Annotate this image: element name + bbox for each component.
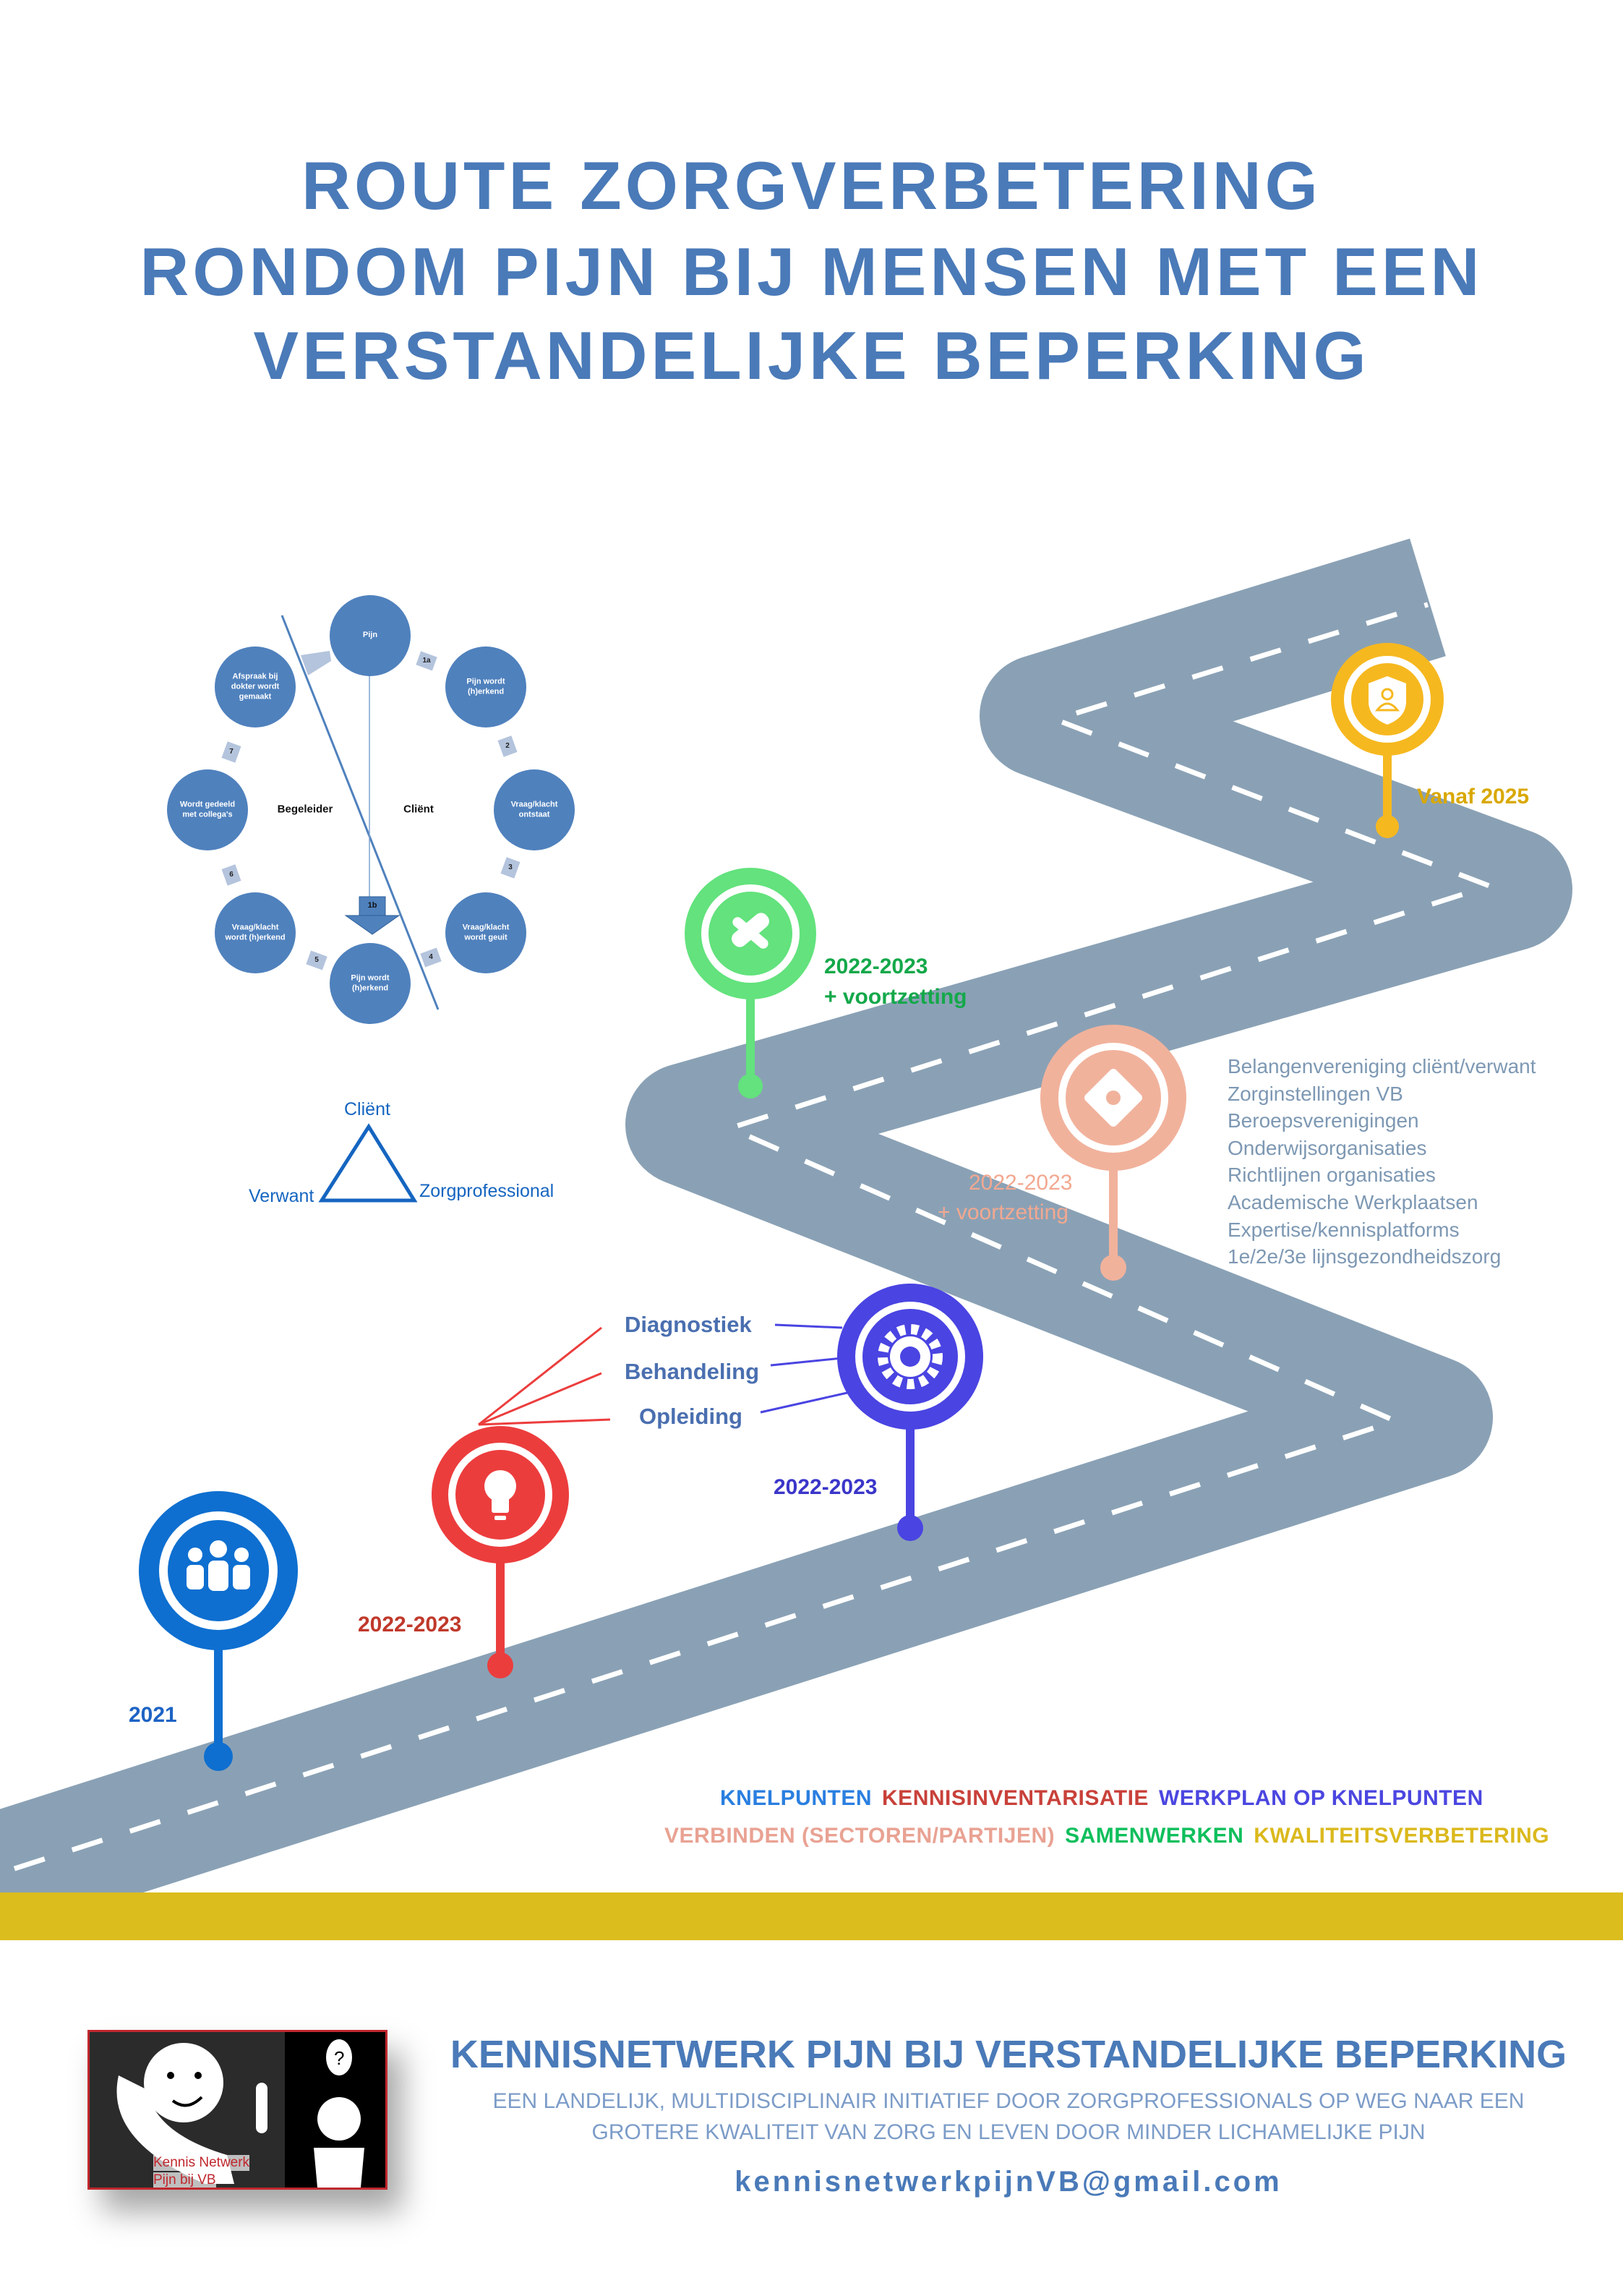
logo-text-1: Kennis Netwerk — [153, 2155, 250, 2171]
step-label: 2 — [505, 741, 510, 750]
cycle-node: Pijn wordt (h)erkend — [466, 677, 505, 696]
milestone-pin-2021 — [139, 1491, 298, 1771]
handshake-icon — [732, 913, 769, 949]
partner-item: Belangenvereniging cliënt/verwant — [1228, 1055, 1536, 1077]
legend-kennisinventarisatie: KENNISINVENTARISATIE — [882, 1786, 1149, 1810]
gear-wrench-icon — [878, 1324, 943, 1389]
logo-text-2: Pijn bij VB — [153, 2172, 216, 2188]
divider-line — [281, 615, 440, 1010]
milestone-label-samenwerken: 2022-2023 — [824, 955, 928, 978]
partner-item: Onderwijsorganisaties — [1228, 1136, 1427, 1159]
triangle-top-label: Cliënt — [344, 1099, 390, 1119]
yellow-band — [0, 1892, 1623, 1940]
triangle-right-label: Zorgprofessional — [419, 1181, 554, 1201]
footer-subtitle-line-1: EEN LANDELIJK, MULTIDISCIPLINAIR INITIAT… — [492, 2089, 1525, 2113]
puzzle-icon — [1084, 1069, 1142, 1127]
step-label: 4 — [429, 952, 433, 961]
logo: ? Kennis Netwerk Pijn bij VB — [87, 2030, 387, 2190]
footer-subtitle: EEN LANDELIJK, MULTIDISCIPLINAIR INITIAT… — [405, 2086, 1612, 2148]
cycle-nodes — [167, 595, 575, 1024]
wedge — [301, 651, 331, 675]
legend-werkplan: WERKPLAN OP KNELPUNTEN — [1158, 1786, 1483, 1810]
step-label: 6 — [229, 870, 234, 879]
begeleider-label: Begeleider — [277, 803, 333, 816]
triangle-left-label: Verwant — [249, 1186, 314, 1206]
milestone-label-werkplan: 2022-2023 — [774, 1475, 878, 1499]
partner-item: Academische Werkplaatsen — [1228, 1190, 1478, 1213]
milestone-pin-werkplan — [837, 1284, 983, 1541]
milestone-pin-verbinden — [1040, 1025, 1186, 1281]
partner-item: Zorginstellingen VB — [1228, 1082, 1403, 1105]
road-center-line — [0, 602, 1492, 1877]
cycle-node: Vraag/klacht ontstaat — [510, 800, 558, 819]
milestone-label-2021: 2021 — [129, 1703, 177, 1727]
client-label: Cliënt — [403, 803, 434, 816]
partner-list: Belangenvereniging cliënt/verwant Zorgin… — [1228, 1053, 1536, 1271]
legend-row-2: VERBINDEN (SECTOREN/PARTIJEN) SAMENWERKEN… — [664, 1824, 1559, 1848]
lightbulb-icon — [484, 1470, 516, 1520]
partner-item: 1e/2e/3e lijnsgezondheidszorg — [1228, 1245, 1502, 1268]
partner-item: Expertise/kennisplatforms — [1228, 1218, 1460, 1241]
triangle-shape — [318, 1123, 418, 1203]
legend-knelpunten: KNELPUNTEN — [720, 1786, 873, 1810]
cycle-node: Vraag/klacht wordt geuit — [462, 923, 510, 942]
milestone-pin-kennis — [432, 1426, 569, 1678]
milestone-label-kwaliteit: Vanaf 2025 — [1417, 785, 1530, 808]
shield-user-icon — [1369, 676, 1406, 725]
footer-subtitle-line-2: GROTERE KWALITEIT VAN ZORG EN LEVEN DOOR… — [591, 2120, 1426, 2144]
step-label: 7 — [229, 747, 234, 756]
contact-email-link[interactable]: kennisnetwerkpijnVB@gmail.com — [735, 2166, 1282, 2198]
arrow-1b-icon — [344, 915, 401, 935]
page-title-line-1: ROUTE ZORGVERBETERING — [301, 148, 1322, 223]
milestone-label-verbinden: 2022-2023 — [969, 1171, 1073, 1195]
milestone-pin-samenwerken — [685, 868, 816, 1098]
legend-samenwerken: SAMENWERKEN — [1065, 1824, 1244, 1848]
cycle-node: Pijn — [362, 631, 378, 640]
milestone-sublabel-samenwerken: + voortzetting — [824, 985, 967, 1009]
legend-row-1: KNELPUNTEN KENNISINVENTARISATIE WERKPLAN O… — [720, 1786, 1494, 1811]
svg-text:?: ? — [334, 2047, 344, 2069]
cycle-node: Afspraak bij dokter wordt gemaakt — [231, 672, 280, 701]
step-label: 1a — [422, 656, 431, 665]
milestone-sublabel-verbinden: + voortzetting — [938, 1200, 1069, 1224]
partner-item: Beroepsverenigingen — [1228, 1109, 1419, 1132]
step-arrows — [221, 651, 521, 970]
road-surface — [0, 538, 1572, 1939]
knowledge-item: Diagnostiek — [625, 1312, 752, 1337]
legend-verbinden: VERBINDEN (SECTOREN/PARTIJEN) — [664, 1824, 1055, 1848]
partner-item: Richtlijnen organisaties — [1228, 1164, 1436, 1187]
milestone-pin-kwaliteit — [1331, 643, 1444, 838]
cycle-node: Wordt gedeeld met collega's — [179, 800, 236, 819]
step-label: 3 — [508, 863, 513, 871]
legend-kwaliteit: KWALITEITSVERBETERING — [1254, 1824, 1550, 1848]
cycle-node: Pijn wordt (h)erkend — [351, 973, 390, 992]
people-icon — [187, 1540, 250, 1591]
page-title-line-3: VERSTANDELIJKE BEPERKING — [253, 317, 1370, 393]
knowledge-item: Opleiding — [639, 1404, 742, 1429]
cycle-node: Vraag/klacht wordt (h)erkend — [225, 923, 286, 942]
milestone-label-kennis: 2022-2023 — [358, 1613, 462, 1636]
page-title-line-2: RONDOM PIJN BIJ MENSEN MET EEN — [140, 234, 1483, 310]
step-label: 5 — [314, 955, 319, 964]
step-label: 1b — [367, 901, 377, 910]
knowledge-item: Behandeling — [625, 1359, 760, 1384]
footer-title: KENNISNETWERK PIJN BIJ VERSTANDELIJKE BE… — [450, 2033, 1567, 2076]
